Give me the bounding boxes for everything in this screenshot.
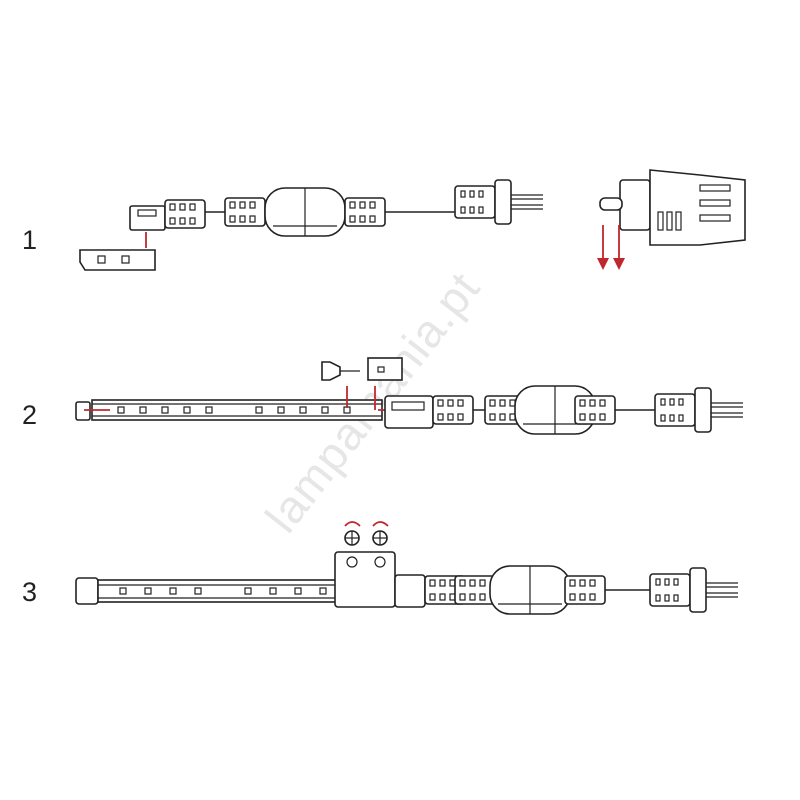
cable-grommet — [564, 575, 606, 605]
strip-connector — [384, 395, 474, 429]
controller-box — [264, 187, 346, 237]
step-number-3: 3 — [22, 577, 38, 607]
pin-connector — [321, 361, 360, 381]
led-strip — [75, 577, 344, 605]
step-number-2: 2 — [22, 400, 38, 430]
power-plug — [454, 179, 544, 225]
end-cap — [75, 401, 91, 421]
power-plug — [649, 567, 739, 613]
connector-clip — [367, 357, 403, 381]
step-number-1: 1 — [22, 225, 38, 255]
step2-assembly — [75, 357, 744, 435]
cable-grommet — [344, 197, 386, 227]
cable-grommet — [454, 575, 496, 605]
connector-block — [334, 551, 466, 608]
end-clip — [79, 249, 156, 271]
controller-box — [489, 565, 571, 615]
led-strip — [91, 399, 383, 421]
strip-connector — [129, 199, 206, 231]
plug-detail — [597, 169, 746, 270]
cable-grommet — [574, 395, 616, 425]
screw-icons — [344, 521, 389, 546]
step3-assembly — [75, 521, 739, 615]
step1-assembly — [79, 169, 746, 271]
power-plug — [654, 387, 744, 433]
cable-grommet — [224, 197, 266, 227]
